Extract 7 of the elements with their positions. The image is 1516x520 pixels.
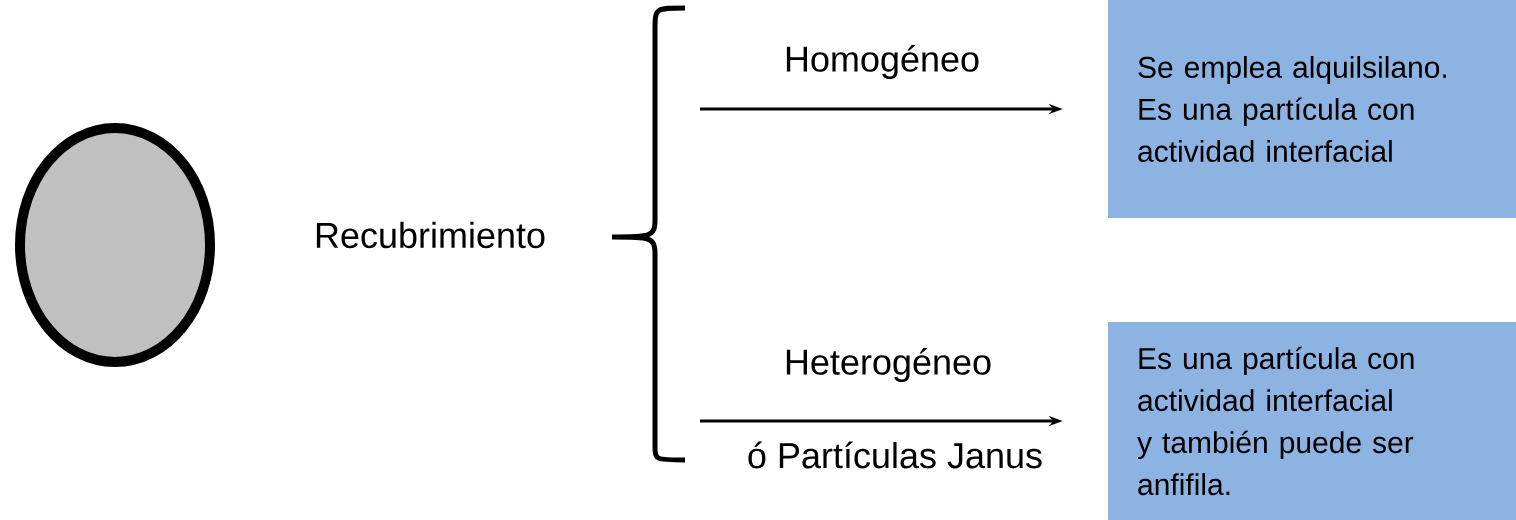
text-box: Es una partícula con actividad interfacial y también puede ser anfifila. [1108,322,1516,520]
edge-label: Homogéneo [786,45,979,79]
label-text: Recubrimiento [316,221,545,249]
label-text: ó Partículas Janus [748,441,1042,469]
particle-circle [15,123,215,367]
text-box: Se emplea alquilsilano. Es una partícula con actividad interfacial [1108,0,1516,218]
edge-label: Heterogéneo [786,348,991,382]
